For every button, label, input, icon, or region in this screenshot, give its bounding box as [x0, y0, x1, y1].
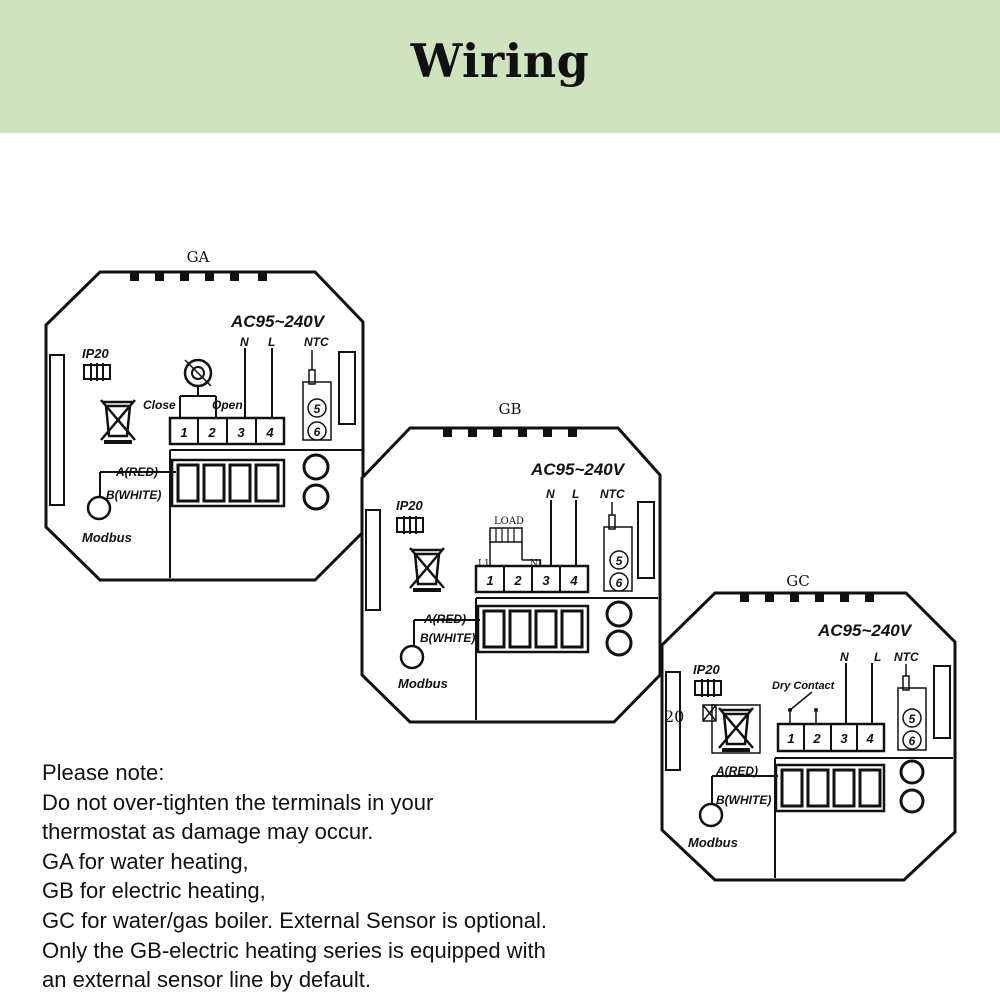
- note-line: GC for water/gas boiler. External Sensor…: [42, 907, 548, 933]
- module-gc-n-label: N: [840, 650, 849, 664]
- module-gb-left-clip: [365, 509, 381, 611]
- module-ga-left-clip: [49, 354, 65, 506]
- module-ga-n-label: N: [240, 335, 249, 349]
- title-banner: Wiring: [0, 0, 1000, 133]
- module-gb-n-label: N: [546, 487, 555, 501]
- module-ga-lower-block: [170, 453, 330, 511]
- module-ga-ntc-label: NTC: [304, 335, 329, 349]
- note-line: GA for water heating,: [42, 848, 249, 874]
- module-ga-l-label: L: [268, 335, 275, 349]
- module-gc-sensor-terminal: 6: [909, 734, 916, 748]
- module-ga-sensor-terminal: 6: [314, 425, 321, 439]
- module-gc-terminal: 2: [812, 731, 821, 746]
- module-gb-l1-label: L1: [478, 559, 490, 569]
- module-gb-terminal: 4: [569, 573, 578, 588]
- module-ga-terminal: 2: [207, 425, 216, 440]
- module-gc-a-label: A(RED): [715, 764, 758, 778]
- module-gb-ip-label: IP20: [396, 498, 424, 513]
- module-gb-n1-label: N1: [530, 559, 544, 569]
- module-gb-modbus-connector: [399, 619, 480, 670]
- module-ga-terminal: 3: [237, 425, 245, 440]
- module-gb-terminal-block: 1 2 3 4: [474, 564, 590, 594]
- module-ga-modbus-label: Modbus: [82, 530, 132, 545]
- module-ga-close-label: Close: [143, 398, 176, 412]
- module-gc-lower-block: [774, 759, 925, 814]
- module-gc-small-box-icon: [702, 704, 717, 722]
- note-line: an external sensor line by default.: [42, 967, 371, 993]
- module-ga-modbus-connector: [86, 471, 176, 521]
- module-gb-b-label: B(WHITE): [420, 631, 475, 645]
- module-ga-valve-icon: [179, 358, 217, 418]
- module-gc-dry-contact-switch: [788, 691, 818, 724]
- module-ga-sensor-terminal: 5: [314, 402, 321, 416]
- module-ga-open-label: Open: [212, 398, 243, 412]
- module-gc-name: GC: [786, 572, 809, 590]
- module-gb-modbus-label: Modbus: [398, 676, 448, 691]
- module-gc-ntc-label: NTC: [894, 650, 919, 664]
- module-gc-l-label: L: [874, 650, 881, 664]
- module-gb: GB AC95~240V N L NTC IP20 LOAD L1 N1: [360, 400, 662, 724]
- module-gc-voltage: AC95~240V: [817, 621, 913, 640]
- module-gb-load-icon: [489, 527, 541, 568]
- module-gc-right-clip: [933, 665, 951, 739]
- module-gc-dry-contact-label: Dry Contact: [772, 680, 836, 692]
- module-ga-top-tabs: [130, 271, 267, 281]
- module-ga-ip-label: IP20: [82, 346, 110, 361]
- module-gb-voltage: AC95~240V: [530, 460, 626, 479]
- module-gb-l-label: L: [572, 487, 579, 501]
- module-gc-terminal: 1: [787, 731, 794, 746]
- module-gb-name: GB: [498, 400, 521, 418]
- module-gb-terminal: 1: [486, 573, 493, 588]
- module-gc-sensor-terminal: 5: [909, 712, 916, 726]
- module-gc-modbus-label: Modbus: [688, 835, 738, 850]
- module-gc-number-label: 20: [664, 707, 684, 726]
- module-gb-lower-block: [476, 600, 633, 657]
- module-gb-a-label: A(RED): [423, 612, 466, 626]
- page-title: Wiring: [410, 34, 590, 88]
- module-gb-sensor-terminal: 5: [616, 554, 623, 568]
- module-gc-top-tabs: [740, 592, 874, 602]
- note-line: GB for electric heating,: [42, 878, 266, 904]
- note-line: thermostat as damage may occur.: [42, 819, 374, 845]
- module-gb-ntc-sensor: 5 6: [603, 502, 633, 592]
- module-gc-left-clip: [665, 671, 681, 771]
- module-gc-modbus-connector: [698, 775, 778, 828]
- module-gc-ntc-sensor: 5 6: [897, 664, 927, 751]
- module-gb-ntc-label: NTC: [600, 487, 625, 501]
- module-gb-top-tabs: [443, 427, 577, 437]
- module-gc-terminal: 3: [840, 731, 848, 746]
- module-gb-terminal: 2: [513, 573, 522, 588]
- wiring-notes: Please note: Do not over-tighten the ter…: [42, 758, 662, 995]
- module-gc: GC AC95~240V N L NTC IP20 20 Dry Contact: [660, 572, 957, 882]
- module-gc-ip-label: IP20: [693, 662, 721, 677]
- module-ga-terminal: 4: [265, 425, 274, 440]
- module-gc-terminal-block: 1 2 3 4: [776, 722, 886, 753]
- note-line: Please note:: [42, 760, 165, 785]
- module-ga-voltage: AC95~240V: [230, 312, 326, 331]
- module-ga-terminal: 1: [180, 425, 187, 440]
- module-gb-sensor-terminal: 6: [616, 576, 623, 590]
- module-gb-right-clip: [637, 501, 655, 579]
- module-ga-right-clip: [338, 351, 356, 425]
- module-ga-a-label: A(RED): [115, 465, 158, 479]
- module-gb-terminal: 3: [542, 573, 550, 588]
- module-ga-ntc-sensor: 5 6: [302, 350, 332, 441]
- module-gb-load-label: LOAD: [494, 516, 524, 527]
- module-ga: GA AC95~240V N L NTC IP20 Close Open: [44, 248, 365, 582]
- note-line: Only the GB-electric heating series is e…: [42, 937, 546, 963]
- module-ga-name: GA: [187, 248, 210, 266]
- module-ga-b-label: B(WHITE): [106, 488, 161, 502]
- module-gc-b-label: B(WHITE): [716, 793, 771, 807]
- module-gc-bin-icon: [711, 704, 761, 754]
- module-gc-terminal: 4: [865, 731, 874, 746]
- module-ga-terminal-block: 1 2 3 4: [168, 416, 286, 446]
- note-line: Do not over-tighten the terminals in you…: [42, 789, 434, 815]
